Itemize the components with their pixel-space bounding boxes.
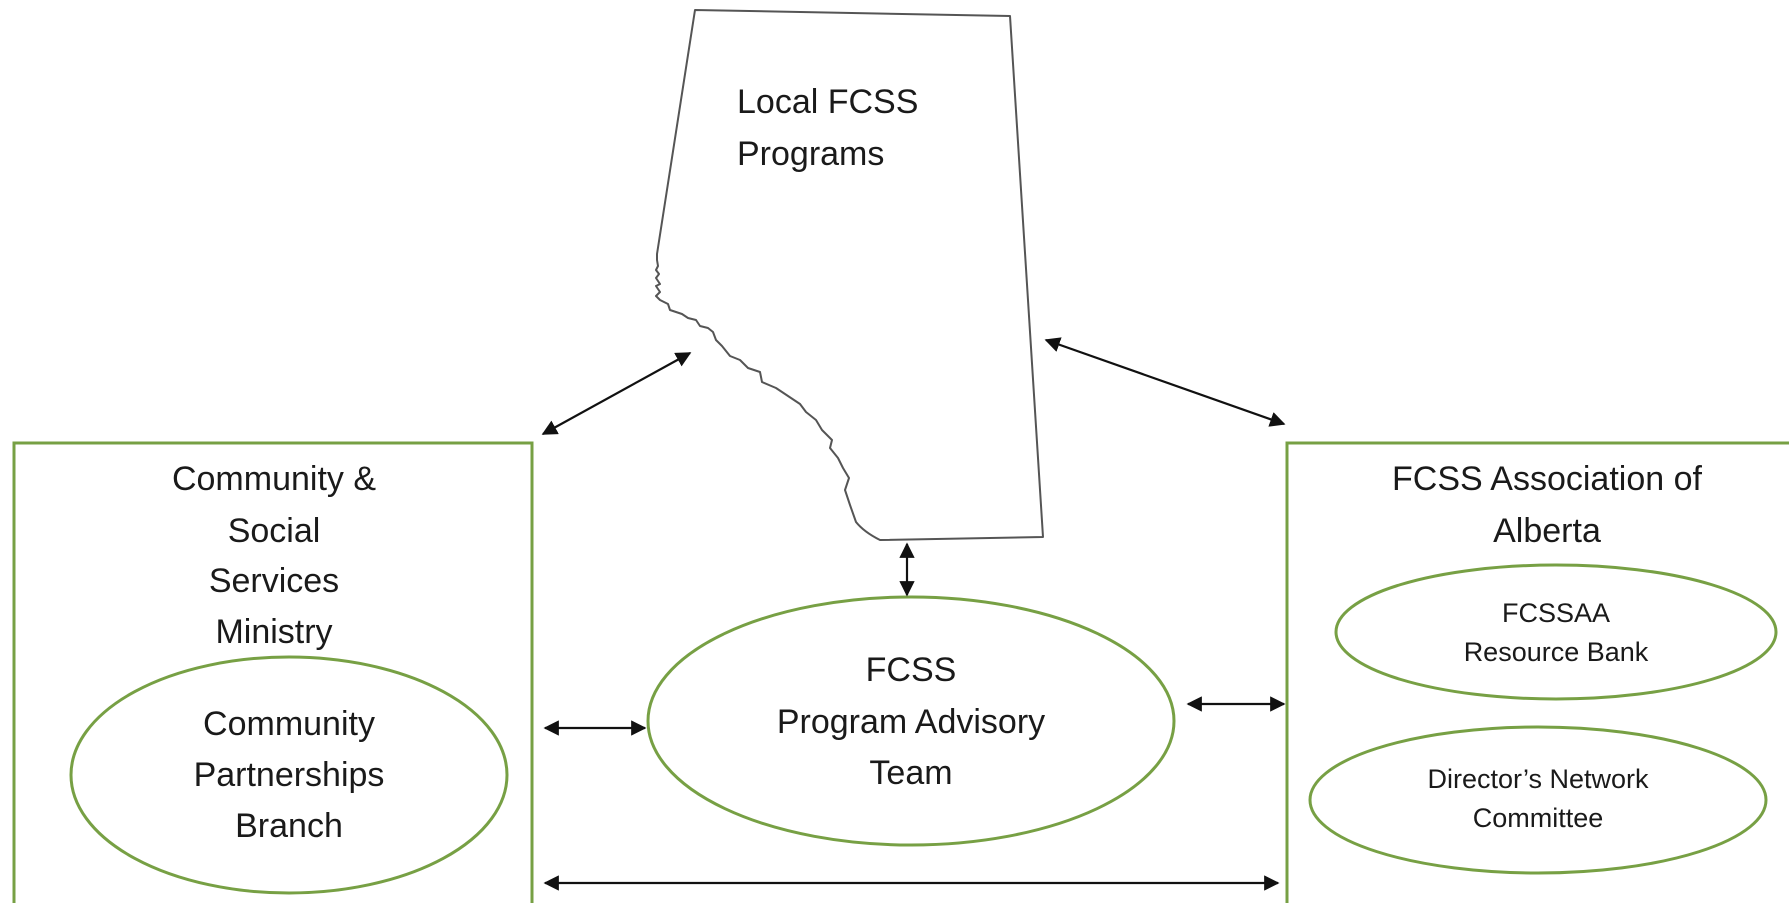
advisory-team-ellipse — [646, 595, 1176, 847]
local-programs-label-line2: Programs — [737, 135, 884, 173]
ministry-label-line4: Ministry — [215, 613, 332, 651]
advisory-team-label-line2: Program Advisory — [777, 703, 1045, 741]
branch-label-line2: Partnerships — [194, 756, 385, 794]
resource-bank-label-line2: Resource Bank — [1464, 637, 1649, 667]
association-box — [1285, 441, 1789, 903]
ministry-label-line1: Community & — [172, 460, 376, 498]
association-label-line1: FCSS Association of — [1392, 460, 1702, 498]
ministry-label-line3: Services — [209, 562, 339, 600]
resource-bank-ellipse — [1334, 563, 1778, 701]
branch-label-line3: Branch — [235, 807, 343, 845]
local-programs-label-line1: Local FCSS — [737, 83, 918, 121]
alberta-map-outline — [655, 9, 1044, 541]
association-label-line2: Alberta — [1493, 512, 1601, 550]
resource-bank-label-line1: FCSSAA — [1502, 598, 1610, 628]
arrow-map-to-ministry — [541, 352, 692, 435]
ministry-box — [12, 441, 534, 903]
directors-network-ellipse — [1308, 725, 1768, 875]
directors-network-label-line1: Director’s Network — [1427, 764, 1649, 794]
directors-network-label-line2: Committee — [1473, 803, 1604, 833]
advisory-team-label-line3: Team — [869, 754, 952, 792]
ministry-label-line2: Social — [228, 512, 321, 550]
arrow-map-to-association — [1044, 337, 1286, 427]
advisory-team-label-line1: FCSS — [866, 651, 957, 689]
branch-label-line1: Community — [203, 705, 375, 743]
partnerships-branch-ellipse — [69, 655, 509, 895]
